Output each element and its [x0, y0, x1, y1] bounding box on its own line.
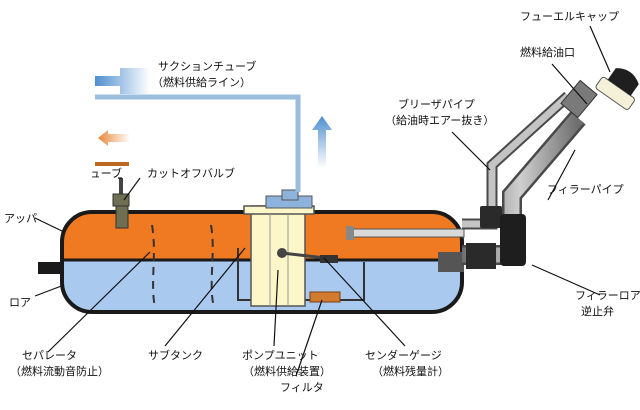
up-flow-arrow [312, 116, 332, 168]
check-valve-label: 逆止弁 [581, 305, 614, 318]
lower-label: ロア [9, 296, 31, 309]
cut-off-valve [112, 178, 130, 229]
filter [309, 291, 341, 303]
tube-flow-arrow [98, 130, 130, 146]
filter-label: フィルタ [280, 381, 324, 394]
suction-tube-label: サクションチューブ [158, 60, 257, 73]
tube-stub [95, 162, 129, 166]
filler-lower-label: フィラーロア [575, 289, 640, 302]
leader-lines [34, 25, 611, 377]
pump-unit-sub-label: （燃料供給装置） [243, 365, 331, 378]
sender-gauge [277, 248, 338, 263]
breather-pipe-sub-label: （給油時エアー抜き） [385, 114, 495, 127]
breather-pipe-label: ブリーザパイプ [398, 98, 475, 111]
tube-label: チューブ [92, 167, 122, 180]
cut-off-valve-label: カットオフバルブ [147, 167, 235, 180]
fuel-cap [595, 68, 639, 110]
suction-tube-sub-label: （燃料供給ライン） [152, 76, 251, 89]
internal-breather-pipe [346, 226, 465, 240]
filler-pipe [462, 79, 598, 269]
filler-mouth-label: 燃料給油口 [520, 46, 575, 59]
separator-label: セパレータ [22, 349, 77, 362]
sender-gauge-sub-label: （燃料残量計） [372, 365, 449, 378]
upper-label: アッパ [4, 212, 37, 225]
pump-unit-label: ポンプユニット [242, 349, 319, 362]
breather-pipe [462, 91, 572, 230]
sender-gauge-label: センダーゲージ [365, 349, 442, 362]
suction-tube [95, 94, 301, 192]
suction-flow-arrow [95, 68, 150, 94]
pump-unit [243, 189, 315, 307]
fuel-cap-label: フューエルキャップ [520, 10, 619, 23]
left-stub-pipe [38, 262, 62, 274]
sub-tank-label: サブタンク [148, 349, 203, 362]
separator-sub-label: （燃料流動音防止） [10, 365, 109, 378]
separators [151, 224, 215, 309]
filler-pipe-label: フィラーパイプ [547, 183, 624, 196]
right-flange [438, 252, 464, 272]
